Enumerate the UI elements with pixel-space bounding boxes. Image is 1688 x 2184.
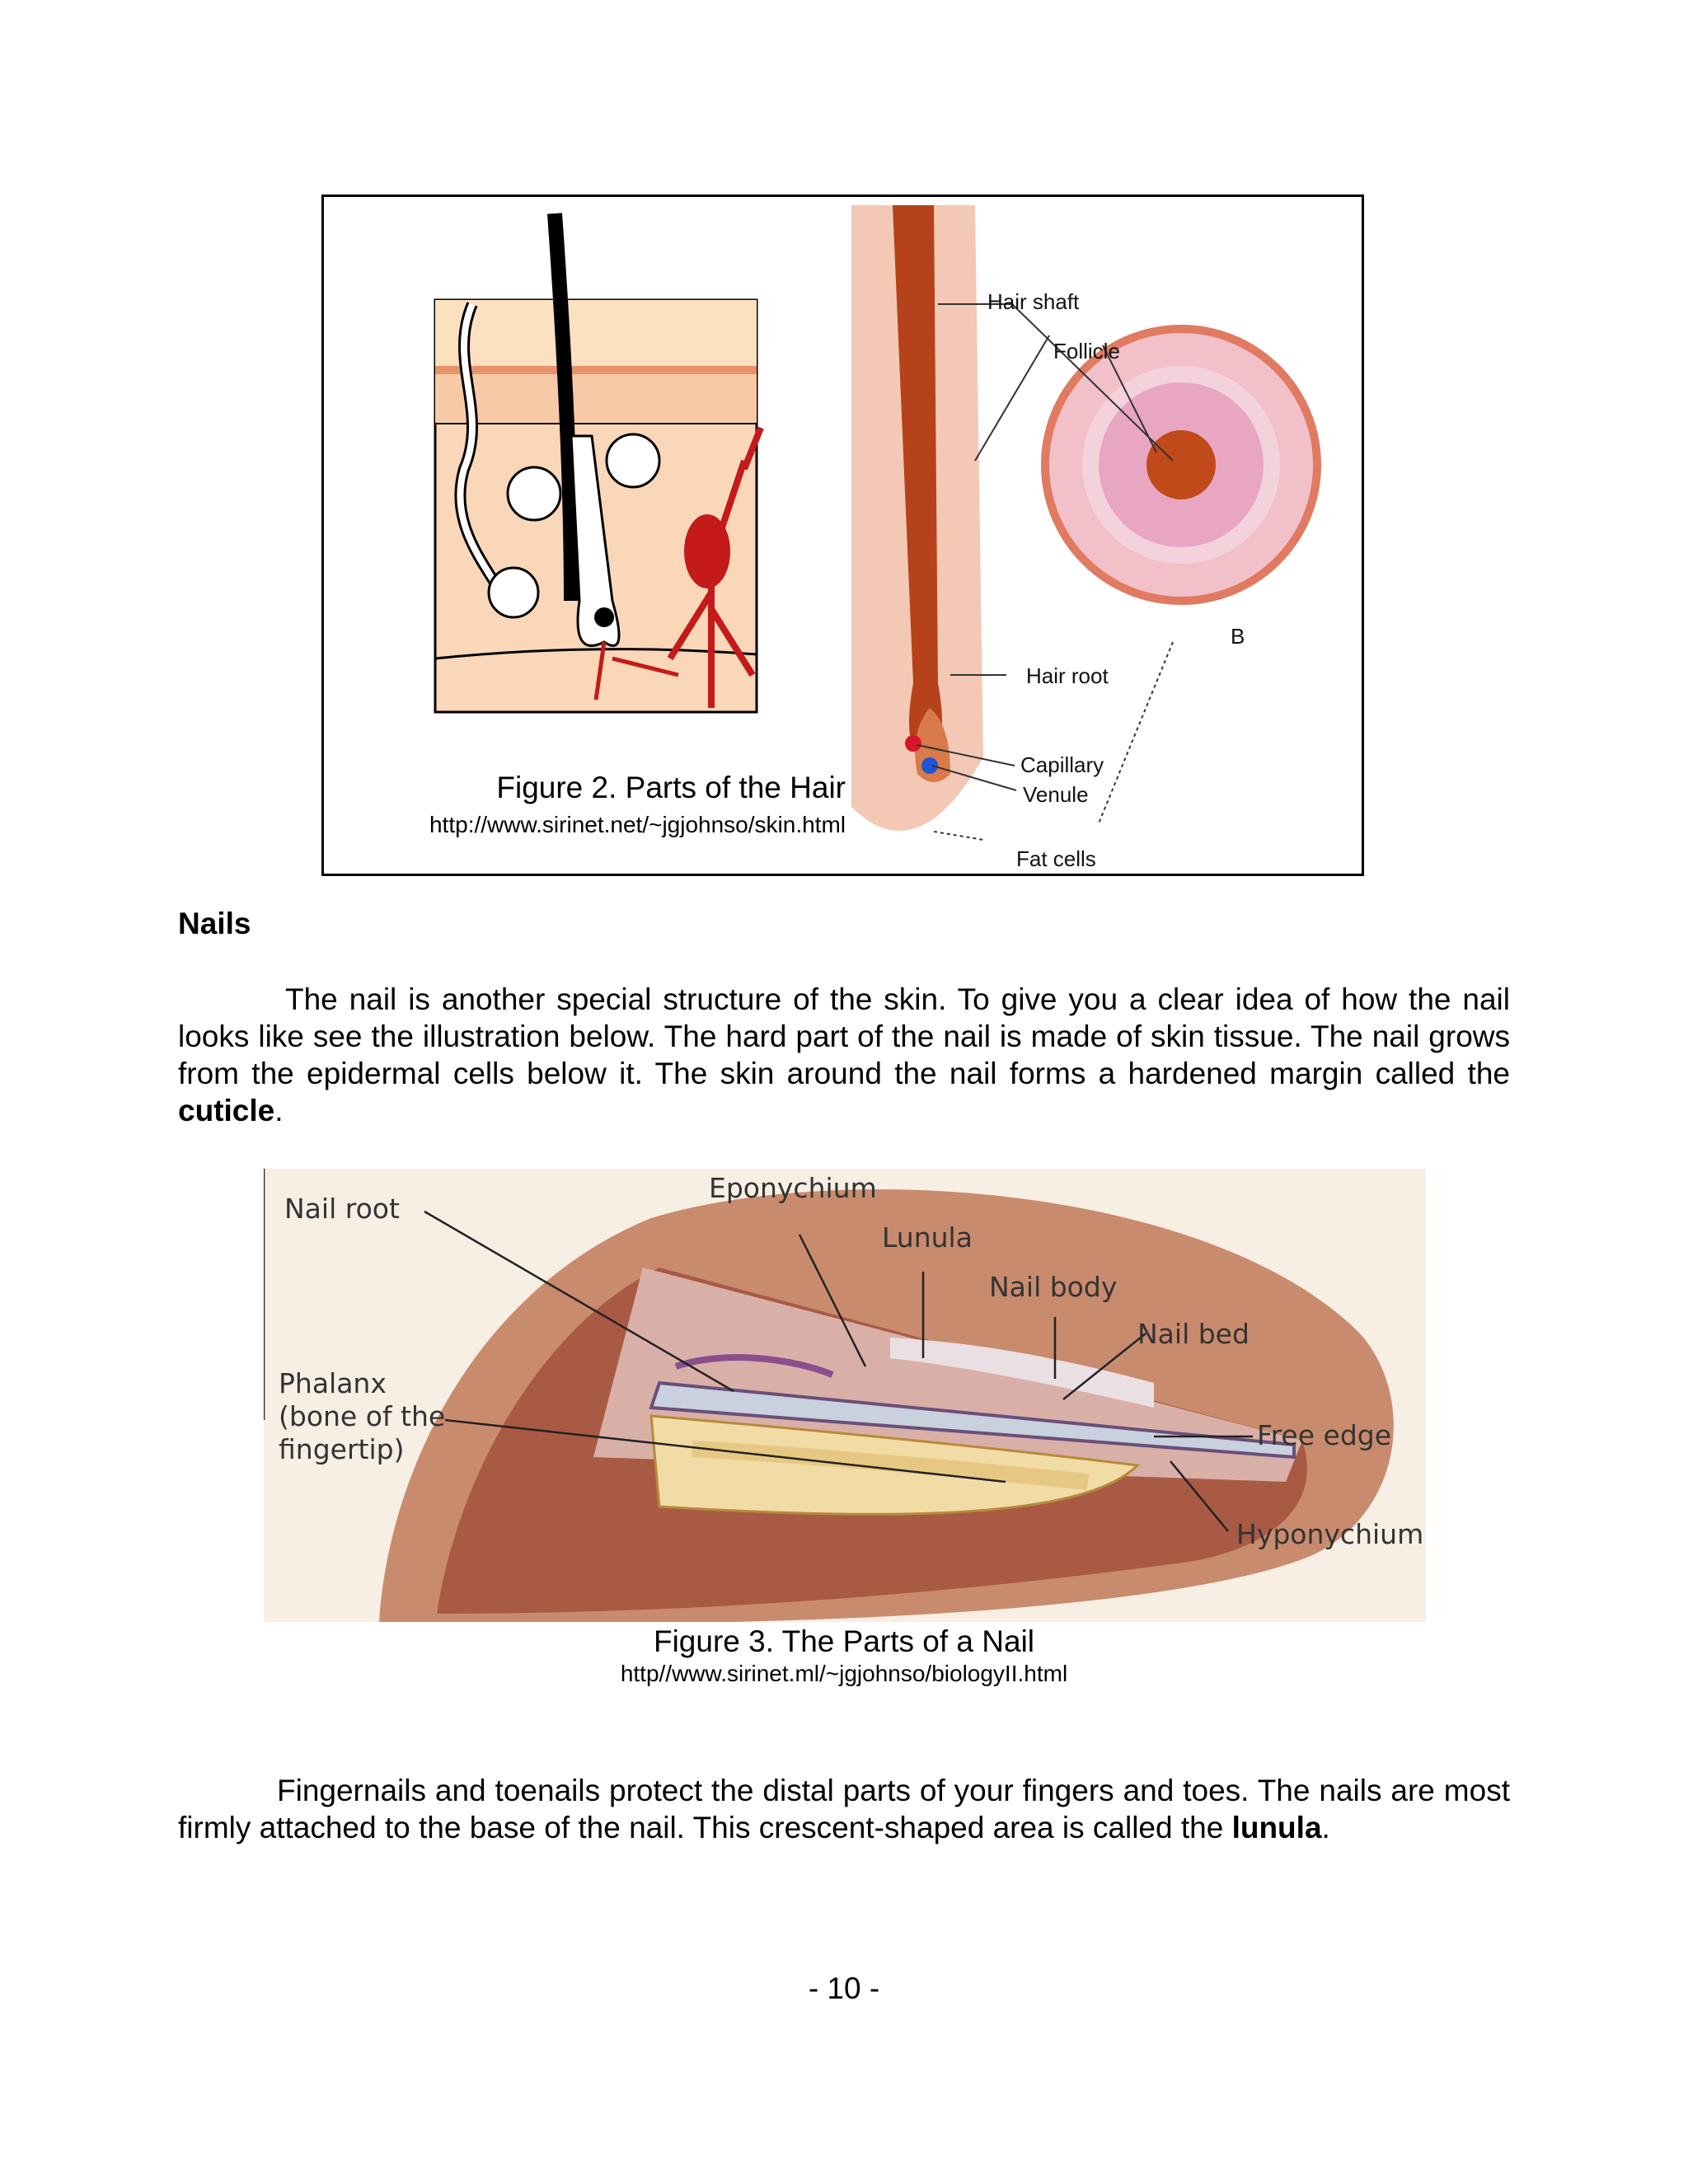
label-nail-body: Nail body xyxy=(989,1271,1117,1303)
figure-2-box: Hair shaft Follicle B Hair root Capillar… xyxy=(321,194,1364,876)
label-eponychium: Eponychium xyxy=(709,1172,877,1204)
label-hair-shaft: Hair shaft xyxy=(987,289,1080,314)
label-lunula: Lunula xyxy=(882,1221,973,1254)
label-nail-bed: Nail bed xyxy=(1137,1318,1250,1350)
label-nail-root: Nail root xyxy=(284,1193,400,1225)
label-free-edge: Free edge xyxy=(1257,1419,1391,1451)
paragraph-1: The nail is another special structure of… xyxy=(178,981,1510,1129)
nail-diagram: Nail root Eponychium Lunula Nail body Na… xyxy=(264,1169,1426,1622)
paragraph-2: Fingernails and toenails protect the dis… xyxy=(178,1772,1510,1846)
figure-3-caption-block: Figure 3. The Parts of a Nail http//www.… xyxy=(0,1624,1688,1688)
paragraph-1-end: . xyxy=(274,1094,284,1127)
section-heading: Nails xyxy=(178,907,251,940)
hair-skin-diagram: Hair shaft Follicle B Hair root Capillar… xyxy=(434,202,1354,871)
label-venule: Venule xyxy=(1023,782,1089,807)
paragraph-1-text: The nail is another special structure of… xyxy=(178,982,1510,1090)
paragraph-2-text: Fingernails and toenails protect the dis… xyxy=(178,1774,1510,1844)
figure-3-url: http//www.sirinet.ml/~jgjohnso/biologyII… xyxy=(620,1661,1068,1686)
label-phalanx-1: Phalanx xyxy=(279,1367,387,1399)
figure-2-caption: Figure 2. Parts of the Hair xyxy=(496,771,846,804)
label-phalanx-3: fingertip) xyxy=(279,1433,404,1465)
label-capillary: Capillary xyxy=(1020,752,1104,777)
label-hyponychium: Hyponychium xyxy=(1236,1518,1423,1550)
label-phalanx-2: (bone of the xyxy=(279,1400,445,1432)
figure-2-url: http://www.sirinet.net/~jgjohnso/skin.ht… xyxy=(429,812,846,837)
label-b: B xyxy=(1231,624,1245,649)
label-hair-root: Hair root xyxy=(1026,663,1109,688)
page-number: - 10 - xyxy=(808,1971,880,2005)
paragraph-2-bold: lunula xyxy=(1231,1811,1322,1844)
paragraph-1-bold: cuticle xyxy=(178,1094,275,1127)
paragraph-2-end: . xyxy=(1321,1811,1330,1844)
figure-3-caption: Figure 3. The Parts of a Nail xyxy=(653,1624,1035,1658)
label-follicle: Follicle xyxy=(1053,339,1120,363)
label-fat-cells: Fat cells xyxy=(1016,846,1096,871)
